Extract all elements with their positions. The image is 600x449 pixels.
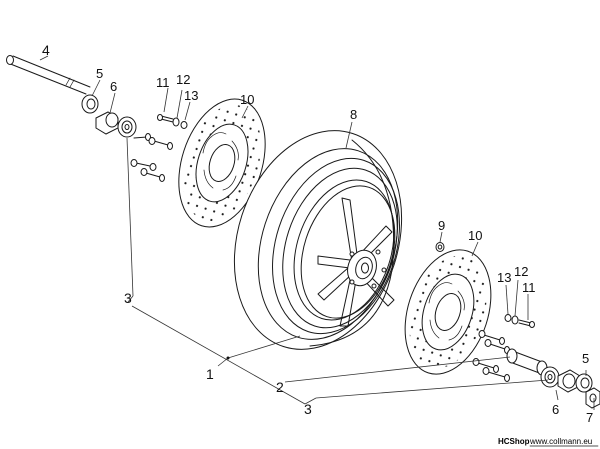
callout-13-upper: 13 [184, 88, 198, 103]
right-screw-4 [482, 367, 510, 382]
left-bearing [117, 116, 137, 138]
callout-4: 4 [42, 42, 50, 58]
credit-shop: HCShop [498, 437, 530, 446]
left-washer [81, 94, 99, 114]
callout-3-bottom: 3 [304, 401, 312, 417]
left-disc-carrier-slots [202, 132, 239, 191]
left-screw-1 [133, 133, 151, 141]
callout-7: 7 [586, 410, 593, 425]
callout-labels: 4 5 6 11 12 13 10 8 9 10 13 12 11 3 1 2 … [42, 42, 593, 425]
wheel-rim [272, 157, 400, 335]
wheel-hub [347, 249, 387, 289]
left-disc-screws [130, 133, 173, 182]
left-spacer [95, 111, 119, 135]
right-washer [511, 315, 519, 325]
callout-10-left: 10 [240, 92, 254, 107]
right-disc-carrier-slots [428, 282, 465, 341]
callout-12-right: 12 [514, 264, 528, 279]
left-screw-3 [130, 159, 157, 171]
callout-11-upper: 11 [156, 75, 170, 90]
right-bearing [540, 366, 560, 388]
callout-9: 9 [438, 218, 445, 233]
callout-1: 1 [206, 366, 214, 382]
callout-3-left: 3 [124, 290, 132, 306]
upper-washer [172, 117, 180, 127]
right-washer-5 [575, 373, 593, 393]
right-hardware-set [504, 314, 535, 328]
callout-11-right: 11 [522, 280, 536, 295]
leader-lines [39, 55, 595, 410]
axle-nut [585, 387, 600, 409]
right-screw-2 [484, 339, 510, 354]
callout-5-right: 5 [582, 351, 589, 366]
right-nut [504, 314, 512, 322]
callout-10-right: 10 [468, 228, 482, 243]
left-brake-disc [178, 98, 266, 228]
upper-nut [180, 121, 188, 129]
tire-valve [435, 242, 445, 252]
right-screw-1 [478, 330, 505, 345]
left-screw-2 [148, 137, 173, 150]
callout-6-right: 6 [552, 402, 559, 417]
callout-6-left: 6 [110, 79, 117, 94]
callout-8: 8 [350, 107, 357, 122]
axle [6, 55, 91, 95]
wheel-spokes [317, 197, 395, 327]
credit-site: www.collmann.eu [529, 437, 592, 446]
callout-12-upper: 12 [176, 72, 190, 87]
right-disc-screws [472, 330, 510, 382]
callout-5-left: 5 [96, 66, 103, 81]
hub-spacer-tube [506, 348, 548, 376]
right-bolt [518, 319, 535, 328]
right-brake-disc [404, 249, 492, 375]
upper-hardware-set [157, 114, 188, 129]
left-screw-4 [140, 168, 165, 182]
callout-13-right: 13 [497, 270, 511, 285]
callout-2: 2 [276, 379, 284, 395]
source-credit: HCShop www.collmann.eu [498, 437, 599, 447]
upper-bolt [157, 114, 174, 123]
leader-dot [226, 356, 230, 360]
